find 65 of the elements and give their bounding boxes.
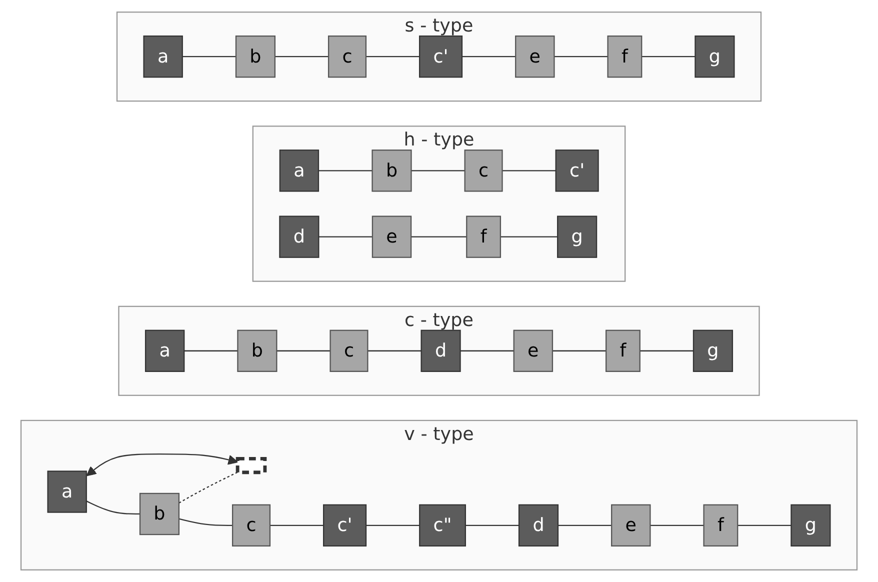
cluster — [20, 420, 858, 570]
node-box — [466, 216, 502, 258]
node-box — [143, 36, 183, 78]
cluster — [118, 306, 760, 396]
node-box — [237, 330, 278, 372]
node-box — [420, 330, 461, 372]
node-box — [372, 216, 412, 258]
connector — [318, 236, 372, 238]
node-box — [513, 330, 554, 372]
node-box — [323, 504, 367, 546]
node-box — [790, 504, 831, 546]
node-box — [232, 504, 271, 546]
connector — [640, 350, 694, 352]
node-box — [419, 504, 466, 546]
connector — [500, 236, 558, 238]
node-box — [464, 150, 503, 192]
node-box — [144, 330, 185, 372]
connector — [86, 500, 140, 515]
node-box — [607, 36, 642, 78]
node-bar — [236, 456, 267, 474]
connector — [650, 524, 704, 526]
connector — [738, 524, 792, 526]
connector — [642, 56, 696, 58]
connector — [274, 56, 329, 58]
node-box — [557, 216, 598, 258]
connector — [411, 236, 467, 238]
cluster — [252, 126, 626, 282]
connector — [558, 524, 612, 526]
connector — [502, 170, 556, 172]
node-box — [692, 330, 734, 372]
connector — [366, 524, 420, 526]
connector — [184, 350, 238, 352]
node-box — [279, 216, 320, 258]
connector — [178, 472, 238, 504]
connector — [460, 350, 514, 352]
node-box — [555, 150, 599, 192]
connector — [318, 170, 372, 172]
connector — [182, 56, 236, 58]
node-box — [419, 36, 463, 78]
node-box — [518, 504, 559, 546]
node-box — [279, 150, 320, 192]
node-box — [694, 36, 735, 78]
cluster — [116, 12, 762, 102]
connector — [462, 56, 516, 58]
connector — [366, 56, 420, 58]
node-box — [328, 36, 367, 78]
connector — [270, 524, 324, 526]
node-box — [703, 504, 738, 546]
node-box — [47, 470, 87, 513]
connector — [411, 170, 465, 172]
node-box — [235, 36, 276, 78]
arrow — [86, 454, 238, 476]
node-box — [515, 36, 555, 78]
connector — [276, 350, 330, 352]
node-box — [330, 330, 368, 372]
connector — [368, 350, 422, 352]
topology-diagram: s - type a b c c' e f g h - type a b c c' d e f g c - type a b c d e f g v - type a b c c' c" d e f g — [4, 3, 874, 579]
node-box — [606, 330, 640, 372]
connector — [552, 350, 606, 352]
node-box — [139, 492, 180, 536]
node-box — [611, 504, 651, 546]
connector — [465, 524, 520, 526]
node-box — [372, 150, 412, 192]
connector — [178, 518, 233, 526]
connector — [554, 56, 608, 58]
